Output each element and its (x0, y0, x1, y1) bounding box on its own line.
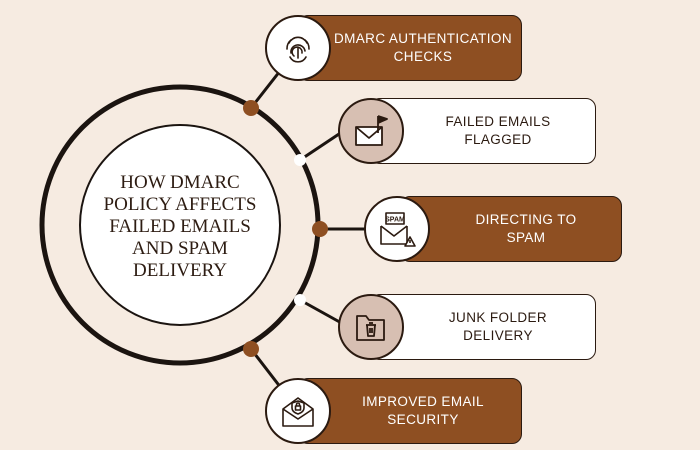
connector-dot-4 (294, 294, 306, 306)
step-3-card: DIRECTING TO SPAM (400, 196, 622, 262)
step-4-badge (338, 294, 404, 360)
step-5-label: IMPROVED EMAIL SECURITY (362, 394, 484, 427)
step-3-badge: SPAM (364, 196, 430, 262)
fingerprint-icon (286, 36, 310, 63)
secure-envelope-icon (282, 397, 314, 427)
step-5-card: IMPROVED EMAIL SECURITY (298, 378, 522, 444)
junk-folder-icon (356, 315, 385, 341)
flagged-envelope-icon (355, 115, 388, 146)
connector-dot-5 (243, 341, 259, 357)
step-5-badge (265, 378, 331, 444)
step-4-card: JUNK FOLDER DELIVERY (370, 294, 596, 360)
svg-text:SPAM: SPAM (385, 217, 405, 224)
step-1-label: DMARC AUTHENTICATION CHECKS (333, 31, 512, 64)
connector-dot-3 (312, 221, 328, 237)
step-3-label: DIRECTING TO SPAM (475, 212, 577, 245)
diagram-title: HOW DMARC POLICY AFFECTS FAILED EMAILS A… (103, 172, 257, 281)
step-1-badge (265, 15, 331, 81)
step-2-card: FAILED EMAILS FLAGGED (370, 98, 596, 164)
connector-line-2 (299, 128, 346, 162)
inner-circle (79, 124, 281, 326)
step-1-card: DMARC AUTHENTICATION CHECKS (298, 15, 522, 81)
spam-envelope-icon: SPAM (380, 212, 416, 247)
connector-line-4 (299, 298, 346, 327)
connector-dot-2 (294, 154, 306, 166)
step-4-label: JUNK FOLDER DELIVERY (448, 310, 548, 343)
connector-dot-1 (243, 100, 259, 116)
step-2-label: FAILED EMAILS FLAGGED (445, 114, 551, 147)
step-2-badge (338, 98, 404, 164)
